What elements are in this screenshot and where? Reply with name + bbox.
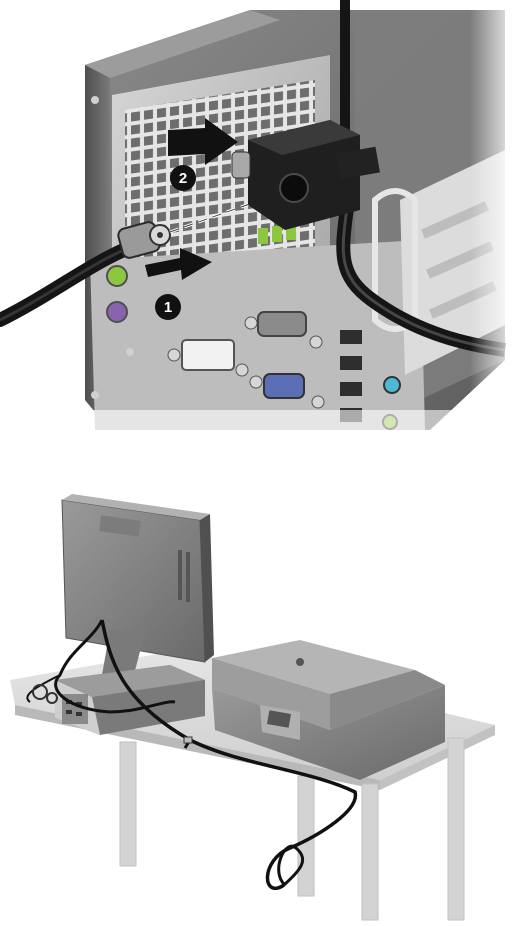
- vga-port: [264, 374, 304, 398]
- serial-port: [258, 312, 306, 336]
- cable-lock-closeup-svg: 1 2: [0, 0, 520, 440]
- secured-workstation-illustration: [0, 480, 520, 926]
- port-green: [258, 228, 268, 244]
- ps2-keyboard-port: [107, 266, 127, 286]
- dvi-port: [182, 340, 234, 370]
- audio-line-in-jack: [384, 377, 400, 393]
- secured-workstation-svg: [0, 480, 520, 926]
- step-2-number: 2: [179, 170, 187, 187]
- cable-lock-closeup-illustration: 1 2: [0, 0, 520, 440]
- ps2-mouse-port: [107, 302, 127, 322]
- usb-port: [340, 330, 362, 344]
- step-1-number: 1: [164, 299, 172, 316]
